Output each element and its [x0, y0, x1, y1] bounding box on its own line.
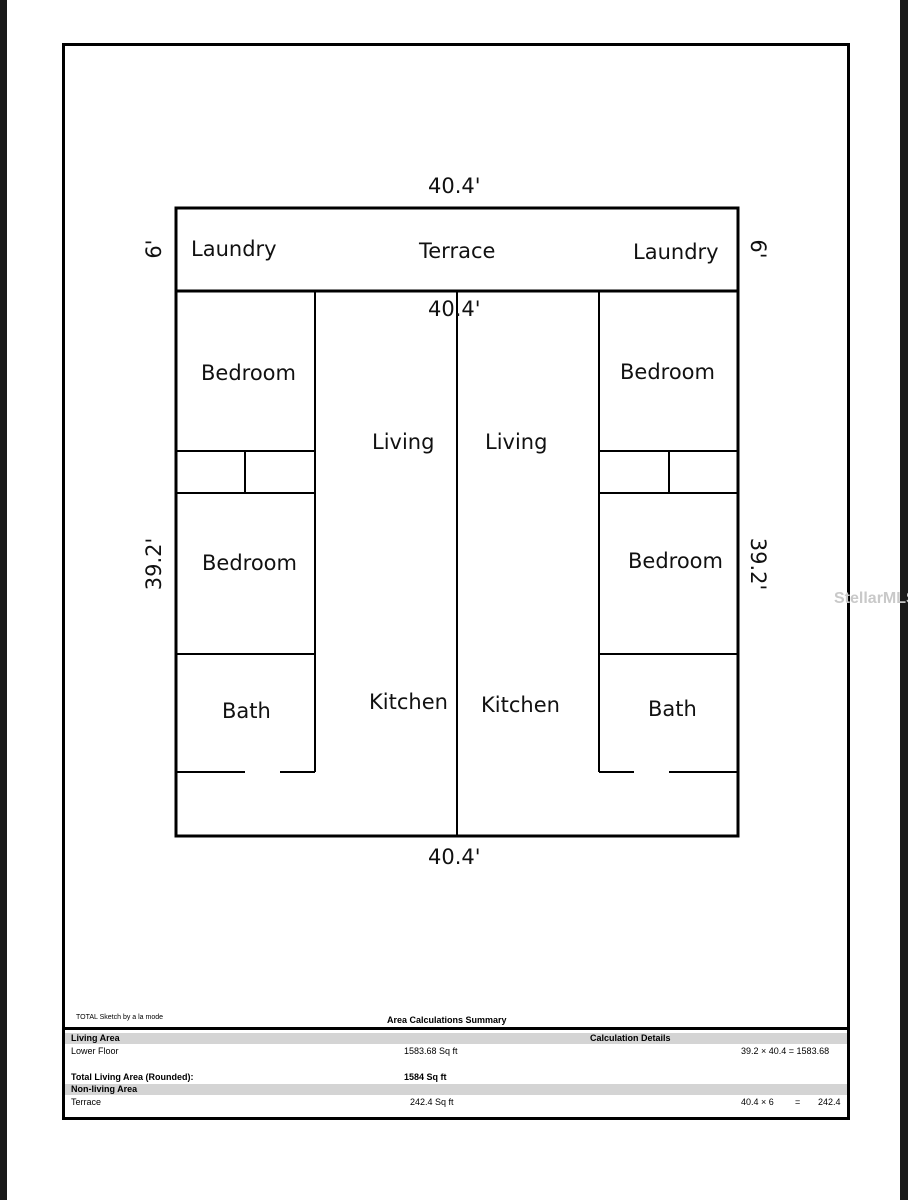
room-kitchen-left: Kitchen	[369, 690, 448, 714]
total-living-label: Total Living Area (Rounded):	[71, 1072, 194, 1082]
room-laundry-right: Laundry	[633, 240, 719, 264]
summary-title: Area Calculations Summary	[387, 1015, 507, 1025]
dimension-terrace-right: 6'	[746, 239, 770, 259]
room-living-right: Living	[485, 430, 548, 454]
room-bedroom-left-top: Bedroom	[201, 361, 296, 385]
lower-floor-calc: 39.2 × 40.4 = 1583.68	[741, 1046, 830, 1056]
summary-top-rule	[65, 1027, 847, 1030]
room-bedroom-left-bottom: Bedroom	[202, 551, 297, 575]
lower-floor-label: Lower Floor	[71, 1046, 119, 1056]
watermark: StellarMLS	[834, 590, 908, 607]
non-living-header: Non-living Area	[71, 1084, 138, 1094]
software-label: TOTAL Sketch by a la mode	[76, 1014, 164, 1021]
dimension-bottom: 40.4'	[428, 845, 481, 869]
non-living-band	[65, 1084, 847, 1095]
calc-details-header: Calculation Details	[590, 1033, 671, 1043]
room-bath-left: Bath	[222, 699, 271, 723]
terrace-calc-left: 40.4 × 6	[741, 1097, 774, 1107]
living-area-band	[65, 1033, 847, 1044]
dimension-inner-top: 40.4'	[428, 297, 481, 321]
room-kitchen-right: Kitchen	[481, 693, 560, 717]
living-area-header: Living Area	[71, 1033, 120, 1043]
right-dark-edge	[900, 0, 908, 1200]
dimension-side-right: 39.2'	[746, 537, 770, 591]
left-dark-edge	[0, 0, 7, 1200]
room-bedroom-right-top: Bedroom	[620, 360, 715, 384]
room-terrace: Terrace	[419, 239, 496, 263]
room-laundry-left: Laundry	[191, 237, 277, 261]
lower-floor-value: 1583.68 Sq ft	[404, 1046, 458, 1056]
dimension-top: 40.4'	[428, 174, 481, 198]
room-living-left: Living	[372, 430, 435, 454]
dimension-terrace-left: 6'	[142, 239, 166, 259]
terrace-label: Terrace	[71, 1097, 102, 1107]
terrace-value: 242.4 Sq ft	[410, 1097, 454, 1107]
room-bath-right: Bath	[648, 697, 697, 721]
total-living-value: 1584 Sq ft	[404, 1072, 447, 1082]
dimension-side-left: 39.2'	[142, 537, 166, 591]
room-bedroom-right-bottom: Bedroom	[628, 549, 723, 573]
terrace-calc-right: 242.4	[818, 1097, 841, 1107]
terrace-calc-equals: =	[795, 1097, 801, 1107]
